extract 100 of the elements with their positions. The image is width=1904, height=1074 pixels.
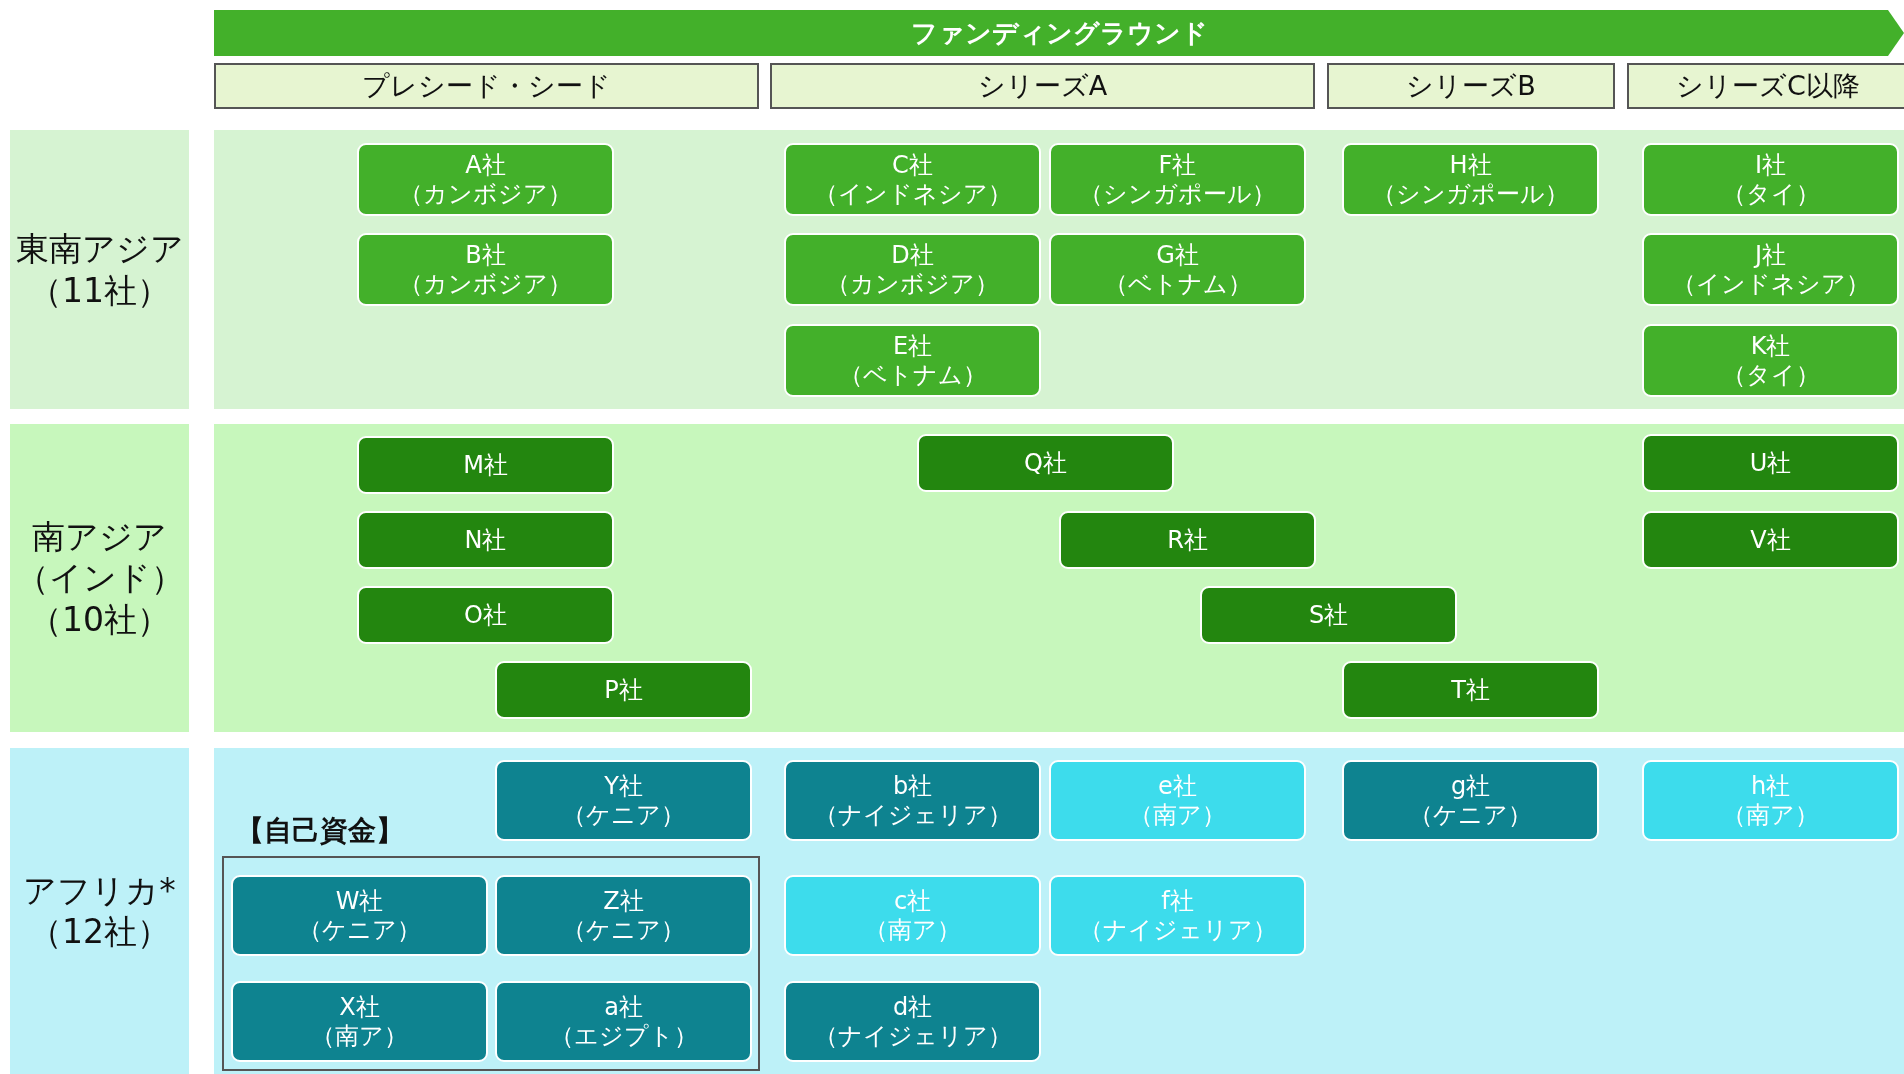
stage-header: シリーズC以降: [1627, 63, 1904, 109]
company-name: O社: [464, 600, 507, 630]
company-country: （ケニア）: [562, 800, 685, 830]
company-box: [357, 511, 614, 569]
company-country: （ケニア）: [1409, 800, 1532, 830]
company-country: （ナイジェリア）: [813, 800, 1012, 830]
stage-header: プレシード・シード: [214, 63, 759, 109]
company-box: [357, 143, 614, 216]
company-name: F社: [1158, 150, 1197, 180]
company-box: [1059, 511, 1316, 569]
company-name: X社: [339, 992, 380, 1022]
company-country: （カンボジア）: [826, 269, 999, 299]
company-box: [1049, 875, 1306, 956]
region-header: [10, 748, 189, 1074]
company-box: [495, 875, 752, 956]
stage-header: シリーズB: [1327, 63, 1615, 109]
region-label: （10社）: [29, 598, 170, 640]
company-name: h社: [1750, 771, 1791, 801]
region-label: （インド）: [15, 557, 184, 599]
company-box: [357, 233, 614, 306]
company-name: D社: [891, 240, 934, 270]
company-name: H社: [1449, 150, 1492, 180]
company-country: （タイ）: [1721, 360, 1820, 390]
region-label: 南アジア: [32, 516, 167, 558]
company-name: Q社: [1024, 448, 1067, 478]
company-box: [1049, 143, 1306, 216]
company-box: [1642, 511, 1899, 569]
company-box: [1342, 143, 1599, 216]
company-country: （ケニア）: [562, 915, 685, 945]
company-name: S社: [1308, 600, 1349, 630]
company-name: R社: [1167, 525, 1208, 555]
company-country: （南ア）: [311, 1021, 408, 1051]
company-name: b社: [892, 771, 933, 801]
company-country: （シンガポール）: [1372, 179, 1569, 209]
company-box: [784, 760, 1041, 841]
region-label: 東南アジア: [15, 228, 184, 270]
company-country: （南ア）: [864, 915, 961, 945]
region-label: （11社）: [29, 269, 170, 311]
company-box: [784, 875, 1041, 956]
company-box: [784, 233, 1041, 306]
region-header: [10, 130, 189, 409]
company-box: [1642, 434, 1899, 492]
company-name: E社: [892, 331, 933, 361]
company-name: e社: [1158, 771, 1197, 801]
company-name: Y社: [604, 771, 643, 801]
company-name: C社: [892, 150, 933, 180]
company-box: [1642, 324, 1899, 397]
company-box: [357, 436, 614, 494]
company-name: B社: [465, 240, 506, 270]
company-country: （南ア）: [1722, 800, 1819, 830]
company-name: J社: [1754, 240, 1787, 270]
region-header: [10, 424, 189, 732]
company-name: P社: [604, 675, 643, 705]
company-box: [784, 143, 1041, 216]
company-name: I社: [1754, 150, 1787, 180]
company-name: K社: [1750, 331, 1791, 361]
company-name: c社: [893, 886, 932, 916]
company-box: [495, 760, 752, 841]
company-country: （カンボジア）: [399, 179, 572, 209]
company-name: Z社: [603, 886, 644, 916]
company-country: （インドネシア）: [1671, 269, 1870, 299]
company-box: [1200, 586, 1457, 644]
company-box: [1342, 760, 1599, 841]
company-country: （ナイジェリア）: [1078, 915, 1277, 945]
company-box: [1049, 233, 1306, 306]
company-name: M社: [463, 450, 508, 480]
company-box: [1642, 760, 1899, 841]
company-country: （カンボジア）: [399, 269, 572, 299]
company-name: d社: [892, 992, 933, 1022]
company-country: （エジプト）: [549, 1021, 698, 1051]
group-heading: 【自己資金】: [236, 813, 404, 849]
company-country: （ケニア）: [298, 915, 421, 945]
company-name: a社: [604, 992, 643, 1022]
company-box: [495, 981, 752, 1062]
company-country: （ナイジェリア）: [813, 1021, 1012, 1051]
company-box: [231, 875, 488, 956]
company-name: G社: [1156, 240, 1199, 270]
company-name: A社: [465, 150, 506, 180]
company-box: [917, 434, 1174, 492]
region-label: （12社）: [29, 911, 170, 953]
company-name: V社: [1750, 525, 1791, 555]
company-name: W社: [335, 886, 384, 916]
company-box: [495, 661, 752, 719]
stage-header: シリーズA: [770, 63, 1315, 109]
company-name: g社: [1450, 771, 1491, 801]
company-country: （ベトナム）: [1103, 269, 1252, 299]
company-country: （南ア）: [1129, 800, 1226, 830]
company-country: （シンガポール）: [1079, 179, 1276, 209]
company-box: [231, 981, 488, 1062]
company-box: [1642, 143, 1899, 216]
company-name: T社: [1451, 675, 1490, 705]
company-country: （ベトナム）: [838, 360, 987, 390]
company-box: [1342, 661, 1599, 719]
company-name: U社: [1749, 448, 1792, 478]
company-box: [784, 981, 1041, 1062]
company-country: （インドネシア）: [813, 179, 1012, 209]
company-box: [357, 586, 614, 644]
company-country: （タイ）: [1721, 179, 1820, 209]
company-name: f社: [1161, 886, 1194, 916]
company-name: N社: [464, 525, 507, 555]
